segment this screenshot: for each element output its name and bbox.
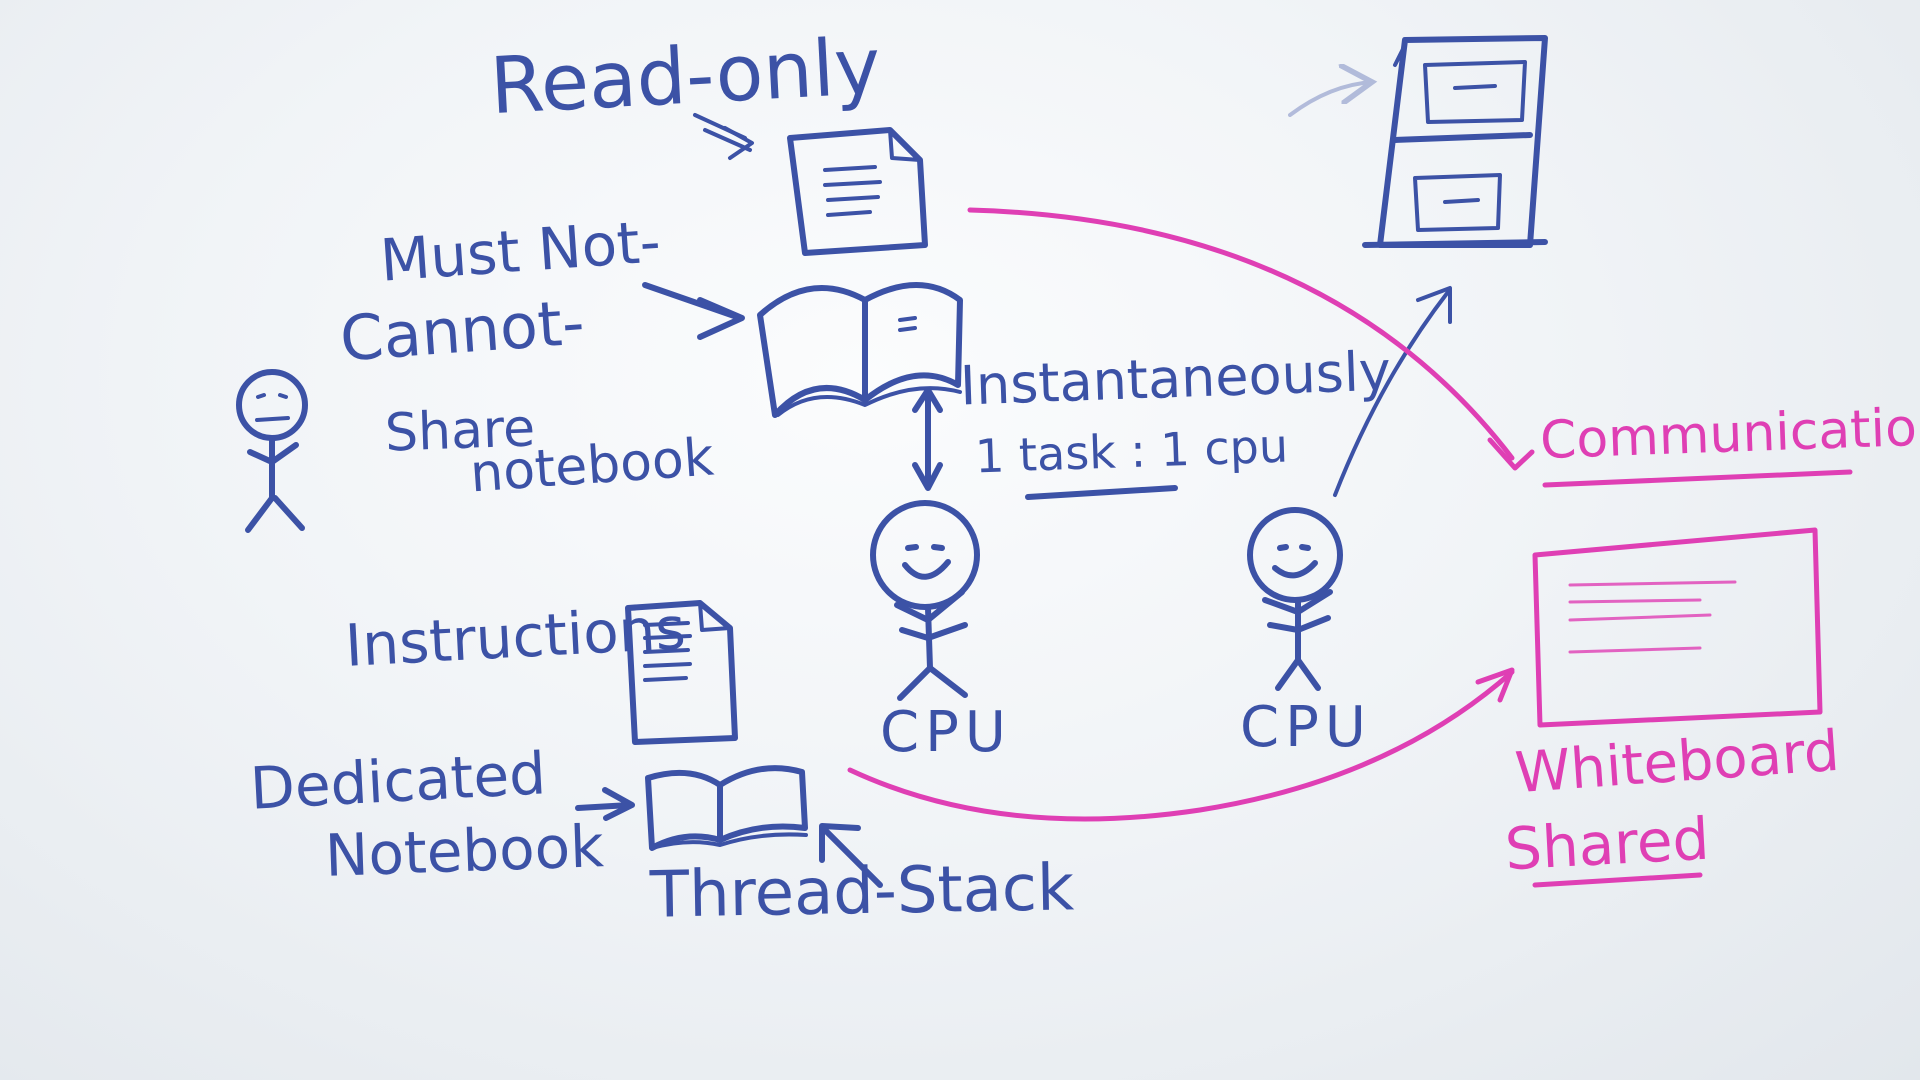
cpu-label-1: CPU xyxy=(880,700,1012,765)
instructions-label: Instructions xyxy=(343,594,688,680)
cpu-to-whiteboard-arrow xyxy=(847,669,1515,822)
stick-figure-person-icon xyxy=(236,369,308,533)
cannot-label: Cannot- xyxy=(337,285,587,376)
read-only-label: Read-only xyxy=(487,21,883,133)
arrowhead xyxy=(1487,437,1535,471)
whiteboard-icon xyxy=(1532,527,1823,728)
read-only-to-communication-arrow xyxy=(967,207,1515,461)
arrowhead xyxy=(1475,667,1515,703)
read-only-document-icon xyxy=(787,127,928,256)
dedicated-notebook-label: Notebook xyxy=(323,812,605,890)
shared-underline xyxy=(1532,872,1703,888)
open-notebook-icon xyxy=(757,282,963,418)
cpu-to-cabinet-arrow xyxy=(1333,286,1452,497)
cpu-label-2: CPU xyxy=(1240,695,1372,760)
task-cpu-label: 1 task : 1 cpu xyxy=(974,418,1289,484)
read-only-arrow xyxy=(693,113,754,160)
must-not-arrow xyxy=(642,282,745,340)
must-not-label: Must Not- xyxy=(377,207,663,295)
double-arrow xyxy=(912,387,943,491)
dedicated-notebook-arrow xyxy=(575,787,635,821)
thread-stack-label: Thread-Stack xyxy=(649,851,1075,933)
thread-stack-arrow xyxy=(819,823,883,888)
cpu-stick-figure-icon xyxy=(1247,507,1343,691)
cpu-stick-figure-icon xyxy=(870,500,980,701)
communication-underline xyxy=(1542,469,1853,488)
dedicated-label: Dedicated xyxy=(248,739,548,823)
dedicated-notebook-icon xyxy=(645,765,808,851)
shared-label: Shared xyxy=(1503,804,1711,884)
task-underline xyxy=(1025,485,1178,500)
communication-label: Communication xyxy=(1539,396,1920,472)
filing-cabinet-icon xyxy=(1362,35,1548,248)
instructions-document-icon xyxy=(625,600,738,745)
instantaneously-label: Instantaneously xyxy=(959,339,1392,418)
faint-cabinet-arrow xyxy=(1288,82,1372,117)
